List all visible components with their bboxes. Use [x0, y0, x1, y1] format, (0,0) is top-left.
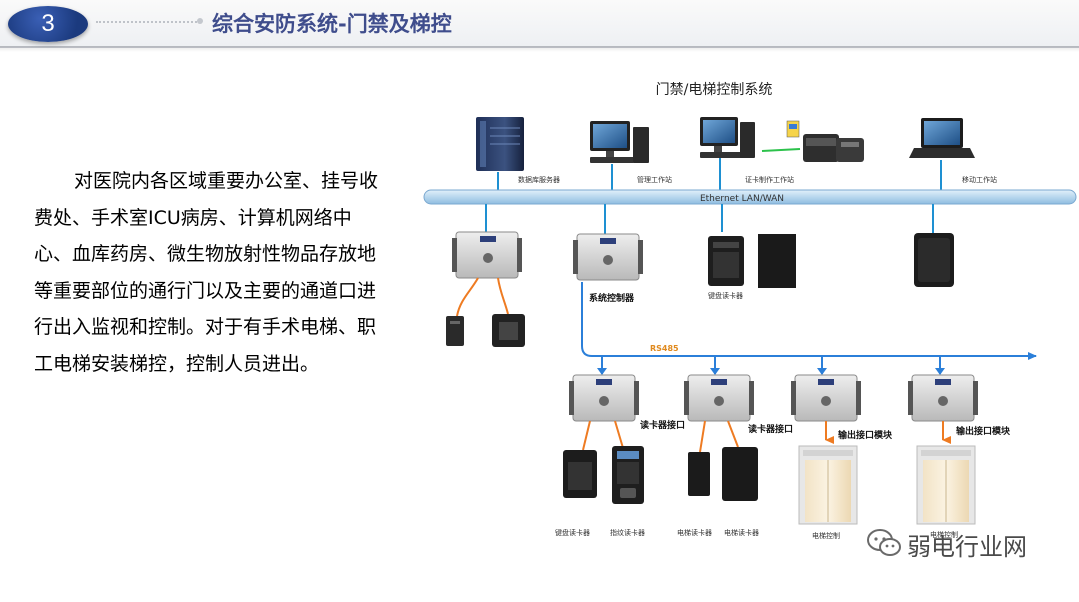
watermark-text: 弱电行业网	[907, 533, 1027, 561]
elevator-control-label-1: 电梯控制	[812, 531, 840, 540]
elevator-reader-label-2: 电梯读卡器	[724, 528, 759, 537]
ethernet-drops	[485, 204, 934, 234]
rs485-bus	[581, 282, 1037, 360]
reader-interface-controller-1	[569, 374, 639, 422]
keypad-reader-top-icon	[708, 236, 744, 286]
section-number: 3	[41, 10, 55, 37]
system-controller-label: 系统控制器	[589, 292, 635, 304]
keypad-reader-icon	[492, 314, 525, 347]
header-dotted-line	[96, 21, 200, 23]
keypad-reader-top-label: 键盘读卡器	[708, 291, 743, 300]
device-network-drops	[497, 158, 942, 190]
mobile-station-label: 移动工作站	[962, 175, 997, 184]
keypad-reader-label: 键盘读卡器	[555, 528, 590, 537]
rs485-drops	[601, 356, 941, 374]
elevator-reader-label-1: 电梯读卡器	[677, 528, 712, 537]
proximity-reader-icon	[446, 316, 464, 346]
fingerprint-reader-label: 指纹读卡器	[610, 528, 645, 537]
card-station-link	[761, 148, 801, 152]
elevator-control-label-2: 电梯控制	[930, 530, 958, 539]
door-controller	[452, 231, 522, 279]
fingerprint-reader-icon	[612, 446, 644, 504]
wechat-icon	[867, 529, 901, 556]
header-shadow	[0, 46, 1079, 52]
output-module-label-2: 输出接口模块	[956, 425, 1011, 437]
keypad-reader-bottom-icon	[563, 450, 597, 498]
reader-interface-label-2: 读卡器接口	[748, 423, 793, 435]
header-dot	[197, 18, 203, 24]
db-server-label: 数据库服务器	[518, 175, 560, 184]
reader-wires	[582, 420, 739, 453]
elevator-reader-icon-1	[688, 452, 710, 496]
card-printer-icon	[803, 134, 864, 162]
long-range-reader-icon	[758, 234, 796, 288]
diagram-title: 门禁/电梯控制系统	[656, 82, 773, 98]
mgmt-station-label: 管理工作站	[637, 175, 672, 184]
reader-interface-controller-2	[684, 374, 754, 422]
card-station-icon	[700, 117, 755, 158]
id-card-icon	[786, 120, 800, 138]
rs485-arrowheads	[597, 368, 945, 375]
elevator-car-icon-1	[798, 445, 858, 525]
ethernet-bus	[423, 189, 1077, 205]
page-title: 综合安防系统-门禁及梯控	[212, 12, 452, 36]
card-station-label: 证卡制作工作站	[745, 175, 794, 184]
database-server-icon	[476, 117, 524, 171]
reader-interface-label-1: 读卡器接口	[640, 419, 685, 431]
description-paragraph: 对医院内各区域重要办公室、挂号收费处、手术室ICU病房、计算机网络中心、血库药房…	[34, 170, 379, 375]
management-workstation-icon	[590, 121, 649, 163]
output-module-controller-2	[908, 374, 978, 422]
elevator-car-icon-2	[916, 445, 976, 525]
output-module-label-1: 输出接口模块	[838, 429, 893, 441]
rs485-label: RS485	[650, 344, 679, 353]
header-bar	[0, 0, 1079, 48]
controller-reader-wires	[456, 277, 509, 317]
system-controller	[573, 233, 643, 281]
section-number-badge: 3	[8, 6, 88, 42]
wall-reader-icon	[914, 233, 954, 287]
elevator-reader-icon-2	[722, 447, 758, 501]
ethernet-label: Ethernet LAN/WAN	[700, 194, 784, 204]
output-module-controller-1	[791, 374, 861, 422]
mobile-workstation-icon	[909, 118, 975, 158]
output-arrows	[825, 421, 951, 444]
